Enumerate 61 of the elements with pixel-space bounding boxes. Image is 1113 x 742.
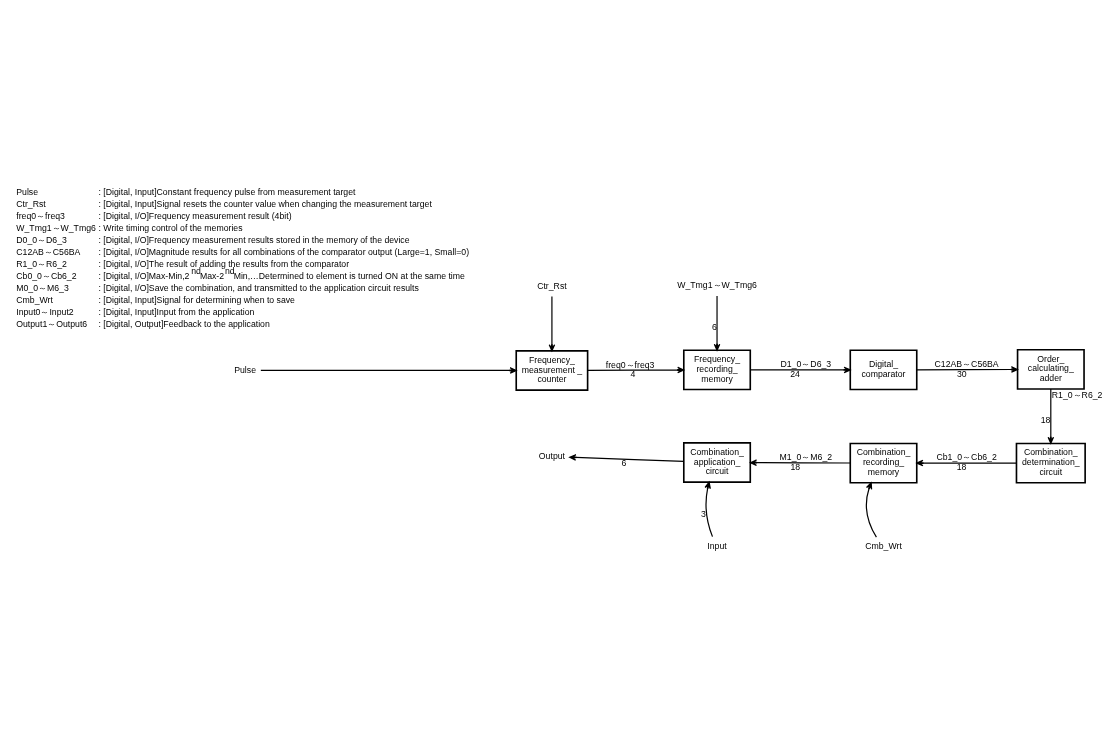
- arrow: [1047, 388, 1055, 444]
- label: 18: [1040, 415, 1051, 426]
- node-text: W_Tmg1～W_Tmg6: [677, 280, 757, 291]
- node-box: Combination_ determination_ circuit: [1015, 442, 1086, 484]
- label: 6: [711, 322, 717, 333]
- label: : Write timing control of the memories: [98, 223, 243, 234]
- label: 24: [790, 368, 800, 379]
- label: 18: [956, 462, 967, 473]
- node-text: Output: [538, 450, 565, 461]
- label: 18: [790, 461, 801, 472]
- label: : [Digital, Input]Signal resets the counter value when changing the measurement target: [98, 199, 432, 210]
- label: : [Digital, I/O]Save the combination, and transmitted to the application circuit results: [98, 283, 419, 294]
- node-text: Ctr_Rst: [537, 280, 567, 291]
- edge-label: D1_0～D6_3: [780, 359, 832, 370]
- label: : [Digital, Output]Feedback to the application: [98, 319, 270, 330]
- arrow: [587, 366, 685, 374]
- node-text: Pulse: [234, 364, 257, 375]
- label: Pulse: [16, 187, 39, 198]
- arrow: [916, 459, 1017, 467]
- arrow: [749, 459, 851, 466]
- label: M0_0～M6_3: [16, 283, 69, 294]
- label: 30: [957, 368, 967, 379]
- node-text: Cmb_Wrt: [865, 541, 902, 552]
- edge-label: R1_0～R6_2: [1051, 390, 1103, 401]
- node-box: Frequency_ recording_ memory: [683, 349, 752, 391]
- arrow: [548, 295, 556, 352]
- edge-label: M1_0～M6_2: [779, 451, 833, 462]
- label: R1_0～R6_2: [16, 259, 67, 270]
- label: C12AB～C56BA: [16, 247, 81, 258]
- label: Cmb_Wrt: [16, 295, 53, 306]
- arrow: [260, 367, 517, 374]
- label: D0_0～D6_3: [16, 235, 67, 246]
- label: W_Tmg1～W_Tmg6: [16, 223, 96, 234]
- label: : [Digital, I/O]Magnitude results for all combinations of the comparator output (Large=1, Small=0): [98, 247, 470, 258]
- node-text: Input: [707, 540, 727, 551]
- arrow: [569, 454, 685, 462]
- label: : [Digital, I/O]Frequency measurement result (4bit): [98, 211, 292, 222]
- arrow: [749, 366, 851, 374]
- label: Cb0_0～Cb6_2: [16, 271, 77, 282]
- arrow: [916, 366, 1019, 373]
- arrow: [704, 481, 714, 538]
- label: 4: [630, 369, 636, 380]
- node-box: Frequency_ measurement _ counter: [515, 350, 589, 391]
- edge-label: freq0～freq3: [605, 359, 655, 370]
- label: : [Digital, Input]Signal for determining when to save: [98, 295, 295, 306]
- node-box: Order_ calculating_ adder: [1016, 348, 1085, 390]
- label: : [Digital, I/O]Frequency measurement results stored in the memory of the device: [98, 235, 410, 246]
- label: freq0～freq3: [16, 211, 65, 222]
- arrow: [713, 295, 721, 351]
- label: Ctr_Rst: [16, 199, 46, 210]
- label: 3: [701, 508, 706, 519]
- label: Output1～Output6: [16, 319, 88, 330]
- label: Input0～Input2: [16, 307, 74, 318]
- edge-label: C12AB～C56BA: [934, 359, 999, 370]
- label: 6: [621, 458, 627, 469]
- edge-label: Cb1_0～Cb6_2: [936, 452, 997, 463]
- node-box: Combination_ application_ circuit: [683, 442, 752, 483]
- label: : [Digital, Input]Input from the application: [98, 307, 255, 318]
- node-box: Combination_ recording_ memory: [849, 442, 918, 484]
- label: : [Digital, Input]Constant frequency pulse from measurement target: [98, 187, 356, 198]
- node-box: Digital_ comparator: [849, 349, 918, 391]
